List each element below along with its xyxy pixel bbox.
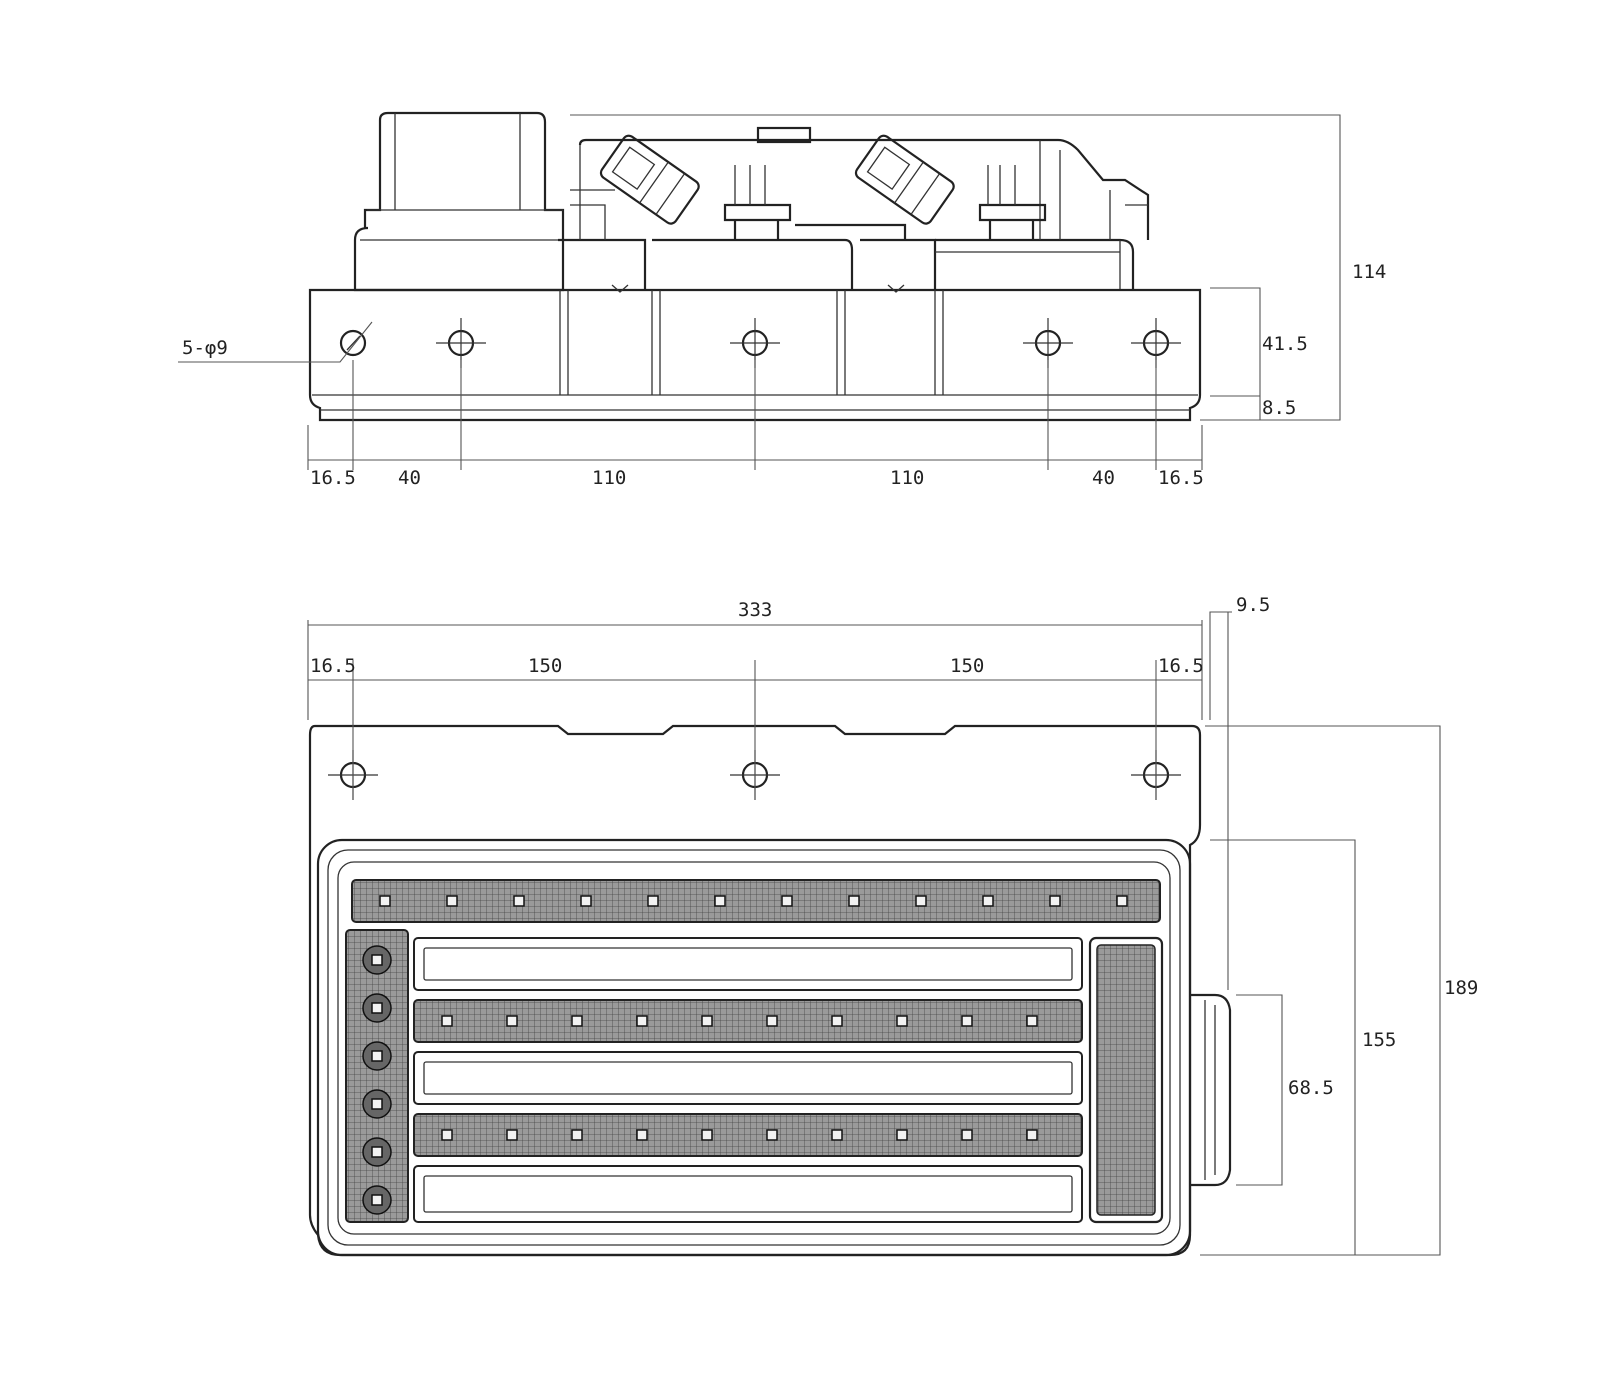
dim-top-v-base: 8.5 bbox=[1262, 397, 1296, 419]
hole-5 bbox=[1131, 318, 1181, 368]
top-view-holes bbox=[339, 318, 1181, 368]
dim-front-h-2: 150 bbox=[528, 655, 562, 677]
top-view-horizontal-dims: 16.5 40 110 110 40 16.5 bbox=[307, 360, 1204, 489]
dim-top-v-total: 114 bbox=[1352, 261, 1386, 283]
hole-4 bbox=[1023, 318, 1073, 368]
top-view-housing bbox=[353, 111, 1150, 292]
front-view-horizontal-dims: 333 16.5 150 150 16.5 9.5 bbox=[307, 594, 1270, 990]
front-view-body bbox=[308, 724, 1202, 1257]
front-view-vertical-dims: 189 155 68.5 bbox=[1200, 725, 1478, 1256]
hole-callout-label: 5-φ9 bbox=[182, 337, 228, 359]
dim-front-v-lens: 155 bbox=[1362, 1029, 1396, 1051]
dim-top-h-3: 110 bbox=[592, 467, 626, 489]
dim-top-h-6: 16.5 bbox=[1158, 467, 1204, 489]
dim-front-width-total: 333 bbox=[738, 599, 772, 621]
right-reflector bbox=[1088, 936, 1164, 1224]
hole-3 bbox=[730, 318, 780, 368]
dim-front-h-4: 16.5 bbox=[1158, 655, 1204, 677]
dim-front-v-total: 189 bbox=[1444, 977, 1478, 999]
top-view: 5-φ9 16.5 40 110 110 40 16.5 114 41.5 8.… bbox=[178, 111, 1386, 489]
hole-1 bbox=[339, 329, 367, 357]
top-view-vertical-dims: 114 41.5 8.5 bbox=[570, 114, 1386, 421]
top-view-flange bbox=[308, 284, 1202, 422]
hole-2 bbox=[436, 318, 486, 368]
left-led-column bbox=[345, 929, 409, 1223]
dim-top-h-5: 40 bbox=[1092, 467, 1115, 489]
dim-front-h-1: 16.5 bbox=[310, 655, 356, 677]
side-connector bbox=[1190, 993, 1232, 1187]
dim-top-h-2: 40 bbox=[398, 467, 421, 489]
dim-front-v-connector: 68.5 bbox=[1288, 1077, 1334, 1099]
dim-front-connector-depth: 9.5 bbox=[1236, 594, 1270, 616]
top-led-strip bbox=[351, 879, 1161, 923]
dim-front-h-3: 150 bbox=[950, 655, 984, 677]
center-lamp-bars bbox=[413, 937, 1083, 1223]
dim-top-v-flange: 41.5 bbox=[1262, 333, 1308, 355]
front-view: 333 16.5 150 150 16.5 9.5 189 155 68.5 bbox=[307, 594, 1478, 1257]
dim-top-h-1: 16.5 bbox=[310, 467, 356, 489]
dim-top-h-4: 110 bbox=[890, 467, 924, 489]
